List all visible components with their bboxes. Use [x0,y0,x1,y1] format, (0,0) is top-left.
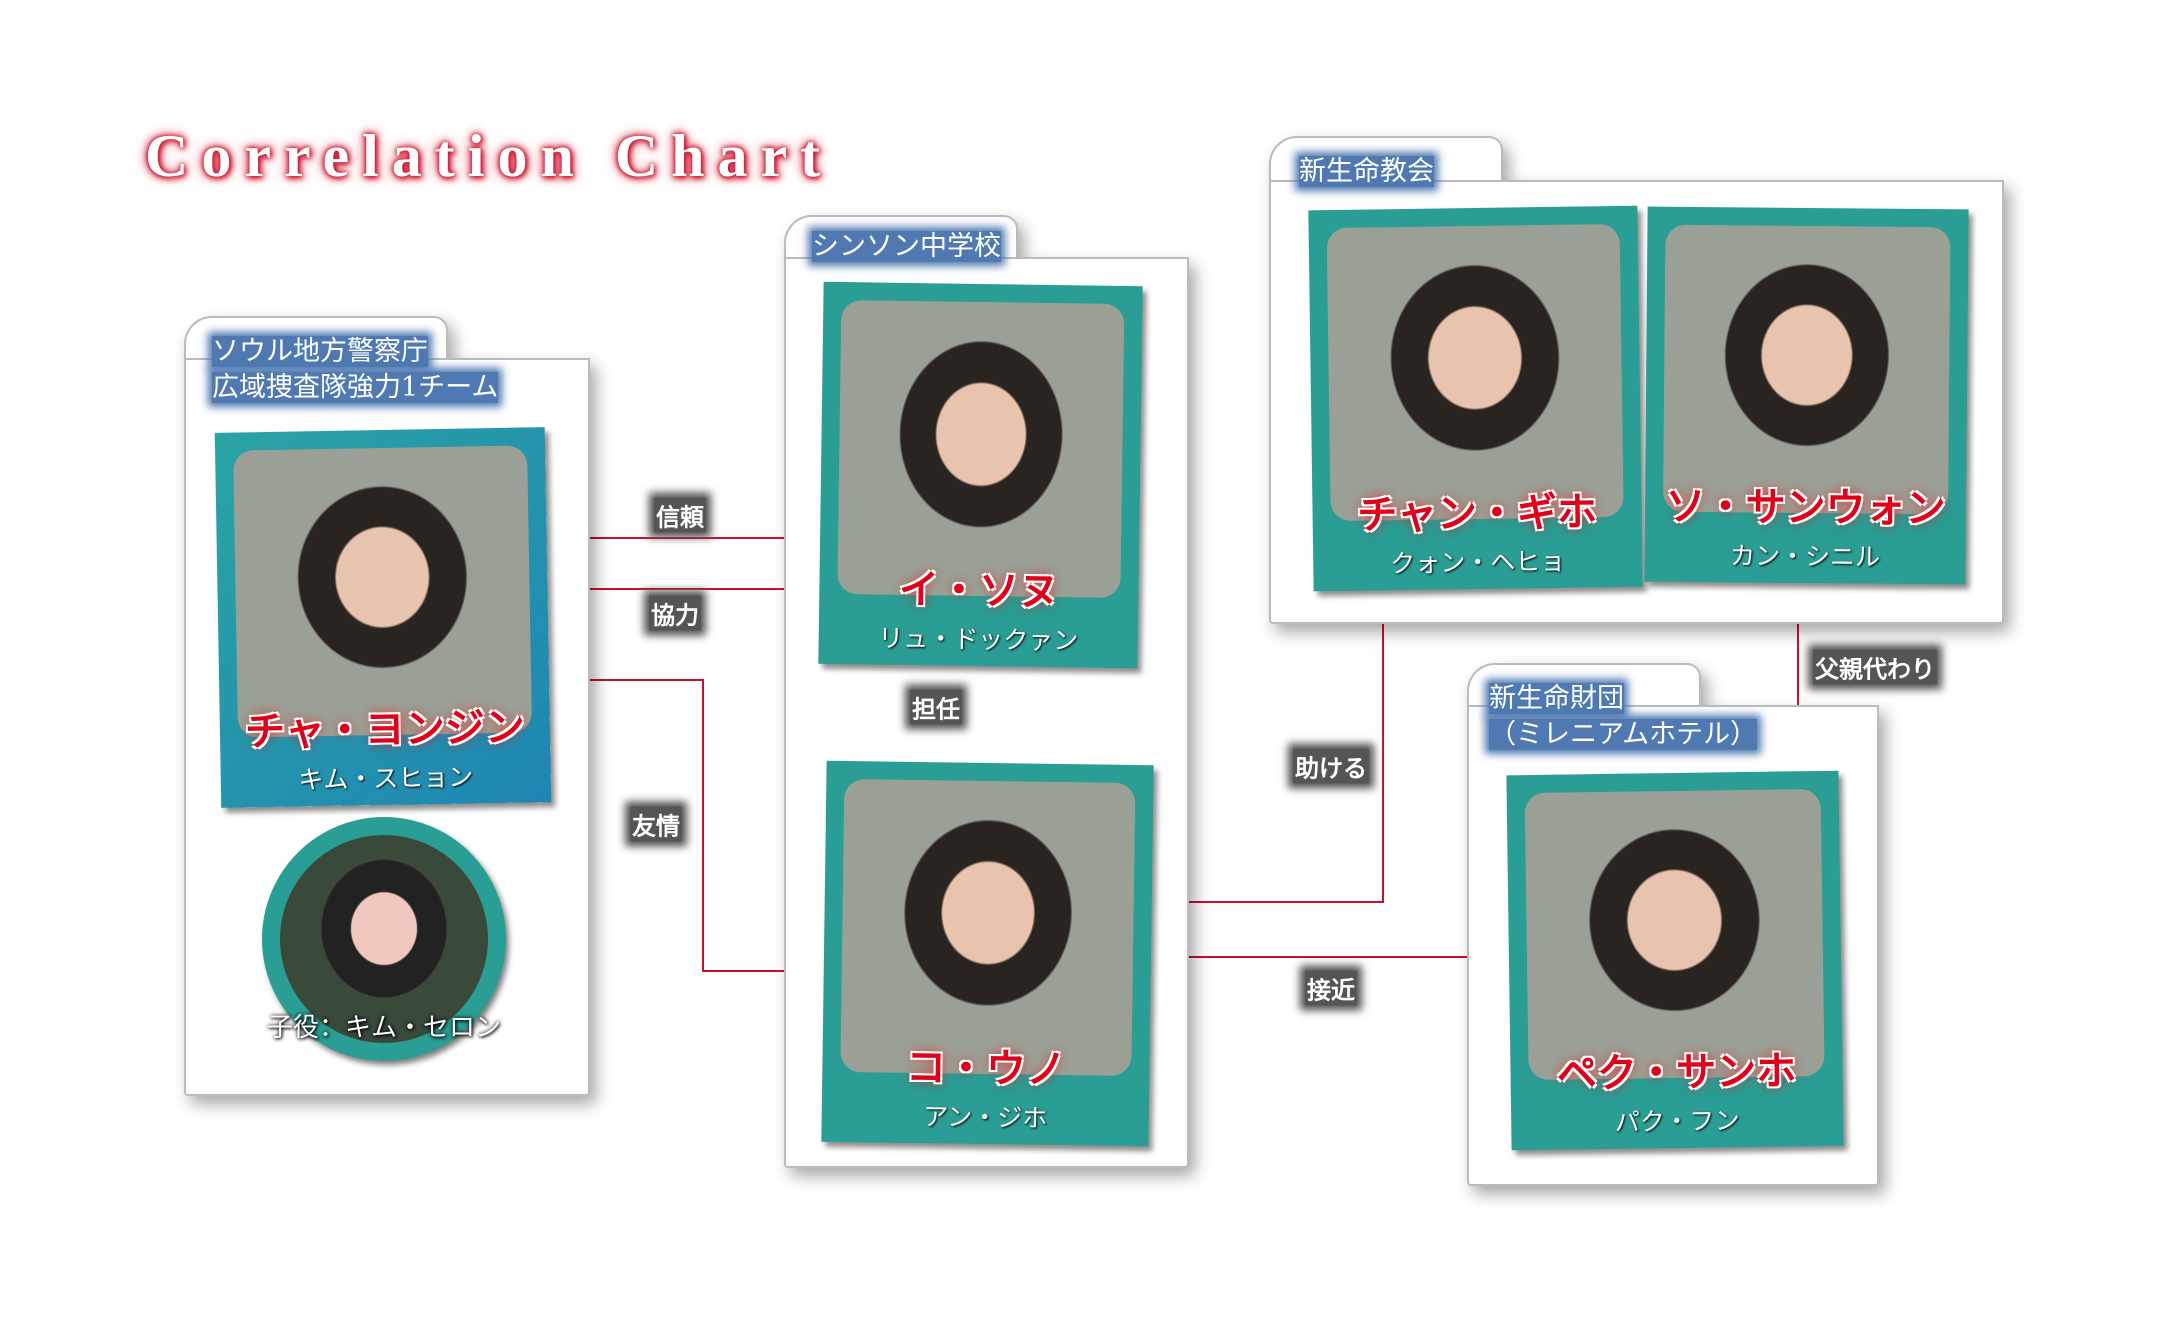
group-label: （ミレニアムホテル） [1489,719,1758,750]
relation-label-father-figure: 父親代わり [1813,649,1937,685]
character-card-chang[interactable]: チャン・ギホ クォン・ヘヒョ [1308,205,1643,592]
relation-label-homeroom: 担任 [910,689,962,725]
role-name: チャ・ヨンジン [244,703,526,756]
actor-name: リュ・ドックァン [877,623,1079,656]
character-card-ko[interactable]: コ・ウノ アン・ジホ [821,760,1154,1147]
character-card-lee[interactable]: イ・ソヌ リュ・ドックァン [818,281,1143,669]
actor-name: アン・ジホ [922,1102,1048,1133]
relation-label-approach: 接近 [1305,970,1357,1006]
actor-name: クォン・ヘヒョ [1390,546,1566,579]
actor-name: パク・フン [1614,1106,1740,1137]
character-photo [1524,788,1825,1081]
actor-name: 子役：キム・セロン [266,1013,501,1043]
relation-label-help: 助ける [1293,748,1369,784]
group-label: ソウル地方警察庁 [212,336,428,367]
line-friendship [545,679,824,972]
character-photo [233,445,533,738]
character-card-cha[interactable]: チャ・ヨンジン キム・スヒョン [214,427,552,808]
character-card-so[interactable]: ソ・サンウォン カン・シニル [1644,206,1969,585]
relation-label-friendship: 友情 [630,806,682,842]
actor-name: キム・スヒョン [298,762,474,795]
character-photo [280,835,488,1043]
chart-title: Correlation Chart [145,123,834,189]
role-name: コ・ウノ [905,1043,1067,1094]
group-label: 新生命教会 [1299,156,1434,187]
role-name: チャン・ギホ [1356,488,1598,539]
relation-label-cooperation: 協力 [649,595,701,631]
character-photo [1662,224,1951,515]
character-card-cha-young[interactable]: 子役：キム・セロン [262,817,506,1061]
character-photo [840,778,1136,1077]
group-label: シンソン中学校 [812,231,1001,262]
character-card-park[interactable]: ペク・サンホ パク・フン [1506,770,1844,1151]
group-label: 新生命財団 [1489,683,1624,714]
character-photo [837,300,1125,598]
line-help [1150,589,1384,903]
actor-name: カン・シニル [1729,541,1881,572]
role-name: イ・ソヌ [898,565,1060,616]
group-label: 広域捜査隊強力1チーム [212,372,499,403]
role-name: ペク・サンホ [1556,1047,1797,1098]
character-photo [1326,223,1624,522]
role-name: ソ・サンウォン [1665,482,1946,533]
relation-label-trust: 信頼 [654,497,706,533]
